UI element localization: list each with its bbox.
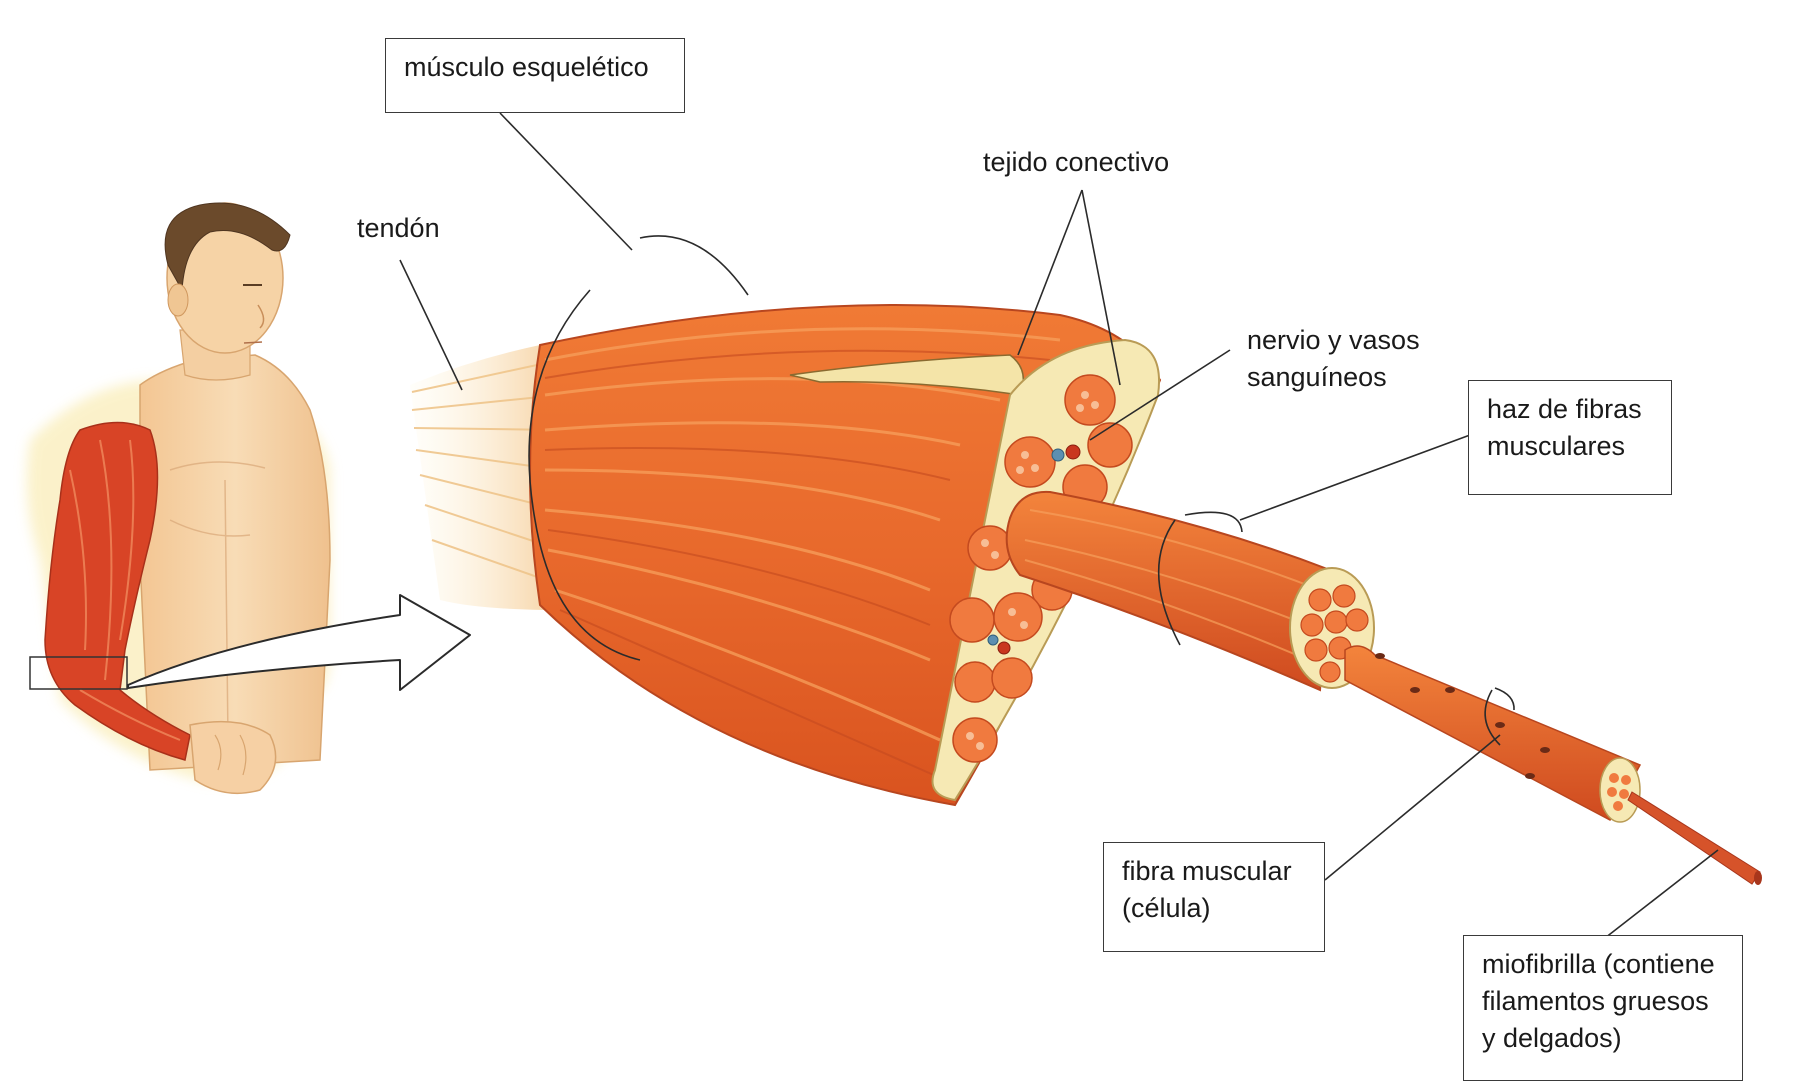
label-nerve-and-blood-vessels: nervio y vasos sanguíneos (1247, 322, 1420, 396)
label-tendon: tendón (357, 210, 440, 247)
muscle-fiber-illustration (1345, 646, 1640, 822)
human-figure-illustration (27, 203, 330, 793)
label-myofibril: miofibrilla (contiene filamentos gruesos… (1463, 935, 1743, 1081)
label-muscle-fiber: fibra muscular (célula) (1103, 842, 1325, 952)
label-connective-tissue: tejido conectivo (983, 144, 1169, 181)
myofibril-illustration (1628, 792, 1762, 885)
label-skeletal-muscle: músculo esquelético (385, 38, 685, 113)
label-fascicle: haz de fibras musculares (1468, 380, 1672, 495)
